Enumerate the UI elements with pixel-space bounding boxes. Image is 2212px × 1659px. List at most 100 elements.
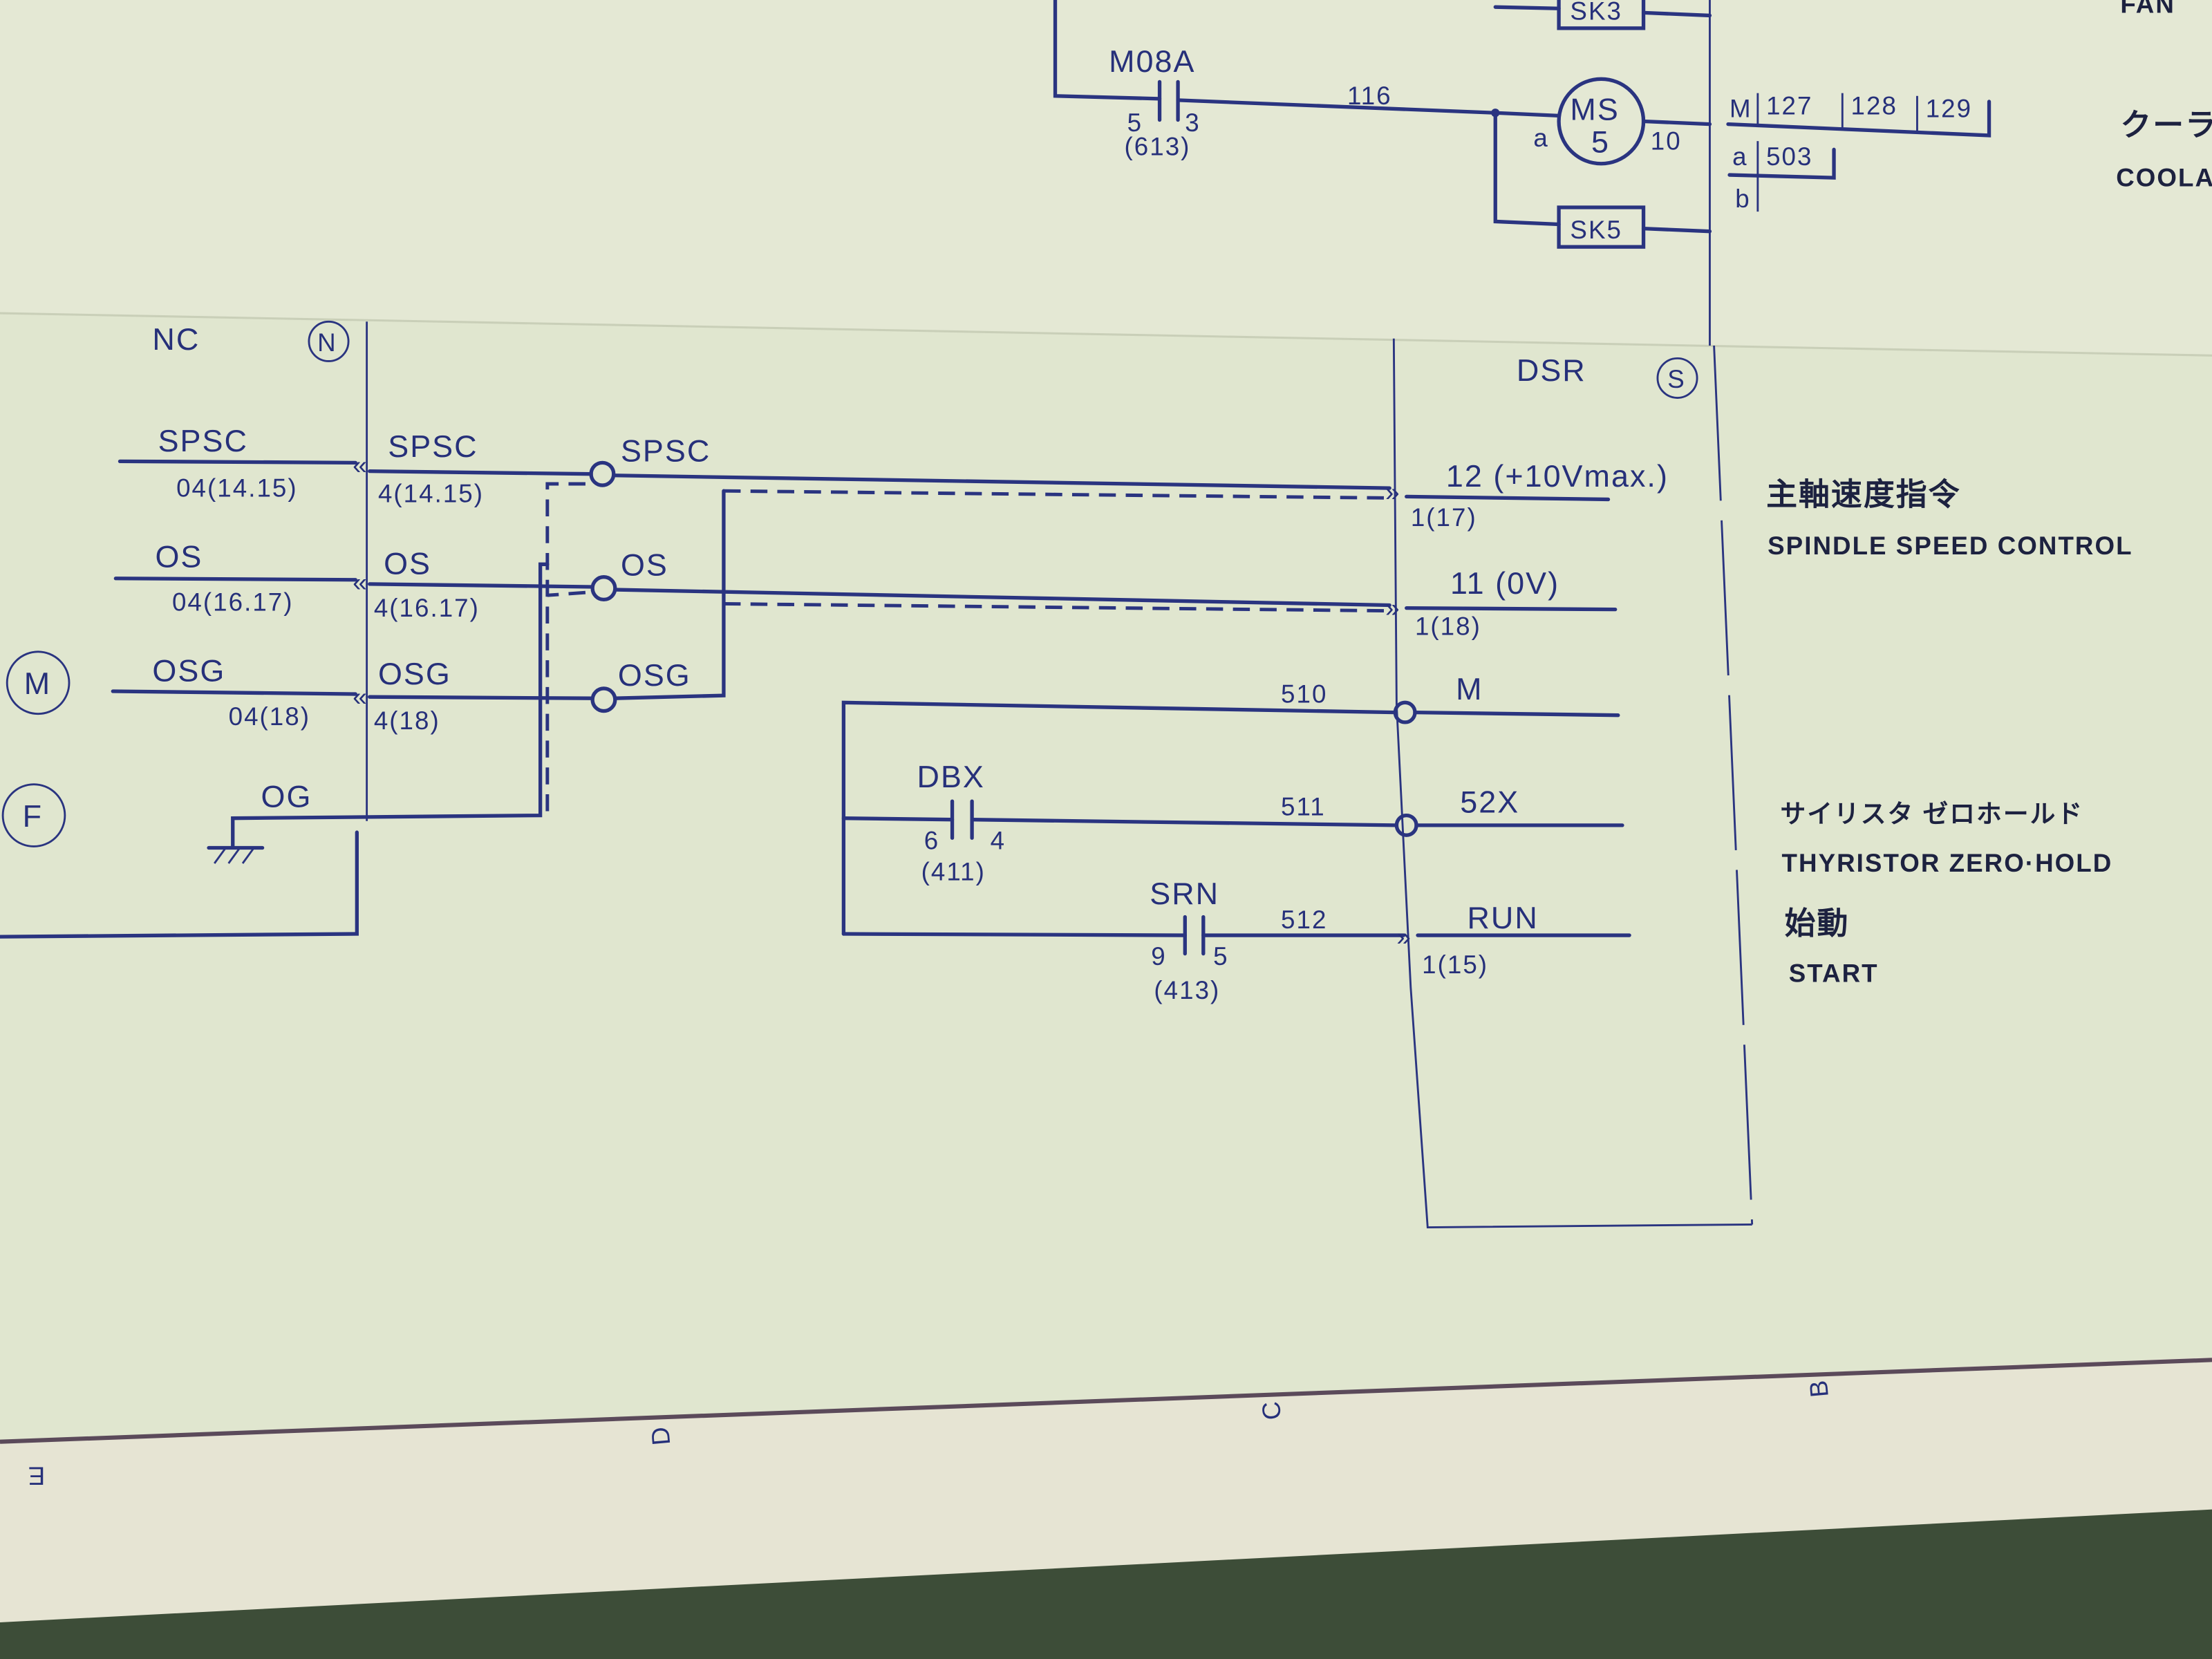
sk3-label: SK3 — [1570, 0, 1622, 26]
connector-arrow: « — [353, 451, 368, 480]
terminal-label: M — [1456, 671, 1483, 706]
ref-cell: 503 — [1766, 142, 1812, 171]
terminal-label: 12 (+10Vmax.) — [1446, 458, 1669, 494]
dsr-frame-right — [1713, 345, 1754, 1225]
descriptions: 主軸速度指令 SPINDLE SPEED CONTROL サイリスタ ゼロホール… — [1766, 477, 2133, 988]
ref-label: (413) — [1154, 976, 1220, 1004]
wire-116 — [1176, 98, 1497, 115]
ref-underline — [1727, 147, 1836, 180]
signal-label: SPSC — [388, 429, 478, 464]
badge-m — [6, 650, 71, 715]
pin-label: 4(18) — [374, 706, 440, 735]
contact-label: SRN — [1150, 876, 1219, 911]
top-circuit: M08A 5 3 (613) 116 MS 5 a 10 SK5 SK3 M 1… — [1053, 0, 2212, 346]
ref-label: (613) — [1125, 132, 1191, 160]
coolant-jp-label: クーラン — [2120, 107, 2212, 142]
dsr-title: DSR — [1517, 353, 1586, 388]
ref-cell: M — [1730, 94, 1752, 122]
connector-arrow: » — [1396, 922, 1412, 950]
connector-arrow: » — [1385, 594, 1400, 622]
border-line — [0, 1358, 2212, 1444]
pin-label: 04(18) — [229, 702, 310, 731]
wire-osg — [111, 689, 357, 696]
wire — [1405, 606, 1618, 612]
upper-sheet — [0, 0, 2212, 356]
connector-arrow: « — [353, 568, 368, 597]
wire-511 — [841, 816, 955, 822]
wire-osg — [368, 695, 594, 700]
border-letter: B — [1804, 1378, 1834, 1398]
wire-spsc — [368, 469, 593, 476]
start-jp-label: 始動 — [1785, 906, 1850, 941]
ref-cell: 127 — [1766, 91, 1812, 120]
wire — [1413, 710, 1620, 718]
motor-label: 5 — [1591, 124, 1610, 159]
connector-arrow: » — [1385, 478, 1400, 506]
nc-section: NC N M F SPSC 04(14.15) « SPSC 4(14.15) … — [0, 320, 1391, 939]
signal-label: OS — [155, 538, 203, 574]
wire-510 — [841, 700, 1398, 936]
wire-spsc — [612, 474, 1391, 490]
terminal-label: RUN — [1467, 900, 1538, 935]
wire — [1641, 226, 1712, 234]
pin-label: 9 — [1151, 942, 1166, 971]
shield-line — [547, 590, 586, 597]
border-letter: C — [1257, 1399, 1286, 1421]
badge-m-label: M — [24, 666, 51, 701]
wire — [1641, 10, 1712, 18]
connector-arrow: « — [353, 682, 368, 711]
pin-label: 5 — [1127, 109, 1143, 137]
wire — [1641, 119, 1712, 126]
dsr-section: DSR S » 12 (+10Vmax.) 1(17) » 11 (0V) 1(… — [841, 338, 1754, 1228]
pin-label: 3 — [1185, 109, 1200, 137]
badge-f-label: F — [23, 798, 43, 834]
ground-label: OG — [261, 778, 312, 814]
signal-label: OSG — [152, 653, 225, 688]
pin-label: 6 — [924, 827, 939, 855]
bottom-margin — [0, 1357, 2212, 1659]
spindle-jp-label: 主軸速度指令 — [1766, 477, 1961, 512]
terminal-label: 10 — [1651, 126, 1682, 155]
ref-cell: a — [1732, 142, 1747, 171]
contact-label: DBX — [917, 759, 985, 794]
thyristor-jp-label: サイリスタ ゼロホールド — [1781, 800, 2084, 828]
pin-label: 1(15) — [1422, 950, 1488, 979]
nc-title: NC — [152, 321, 200, 357]
pin-label: 4(16.17) — [374, 594, 480, 622]
nc-frame — [0, 830, 359, 939]
shield-dash — [723, 602, 1390, 613]
shield-wire — [613, 489, 726, 700]
spindle-en-label: SPINDLE SPEED CONTROL — [1768, 532, 2133, 560]
terminal-label: 11 (0V) — [1450, 565, 1559, 601]
pin-label: 4(14.15) — [378, 480, 484, 508]
badge-s — [1656, 357, 1698, 399]
start-en-label: START — [1789, 959, 1879, 987]
wire-number: 511 — [1281, 793, 1326, 821]
wire-number: 512 — [1281, 906, 1327, 934]
border-letter: E — [27, 1461, 46, 1490]
wire-number: 510 — [1281, 679, 1327, 708]
ref-cell: b — [1735, 185, 1750, 213]
signal-label: OSG — [378, 656, 451, 691]
ground-icon — [207, 845, 265, 864]
border-letters: E D C B — [27, 1378, 1834, 1490]
signal-label: OSG — [618, 657, 691, 693]
shield-line — [545, 482, 585, 816]
border-letter: D — [646, 1425, 675, 1447]
signal-label: OS — [621, 547, 668, 583]
motor-label: MS — [1570, 91, 1619, 126]
sk5-label: SK5 — [1570, 216, 1622, 244]
terminal-label: 52X — [1460, 785, 1519, 820]
wire-512 — [841, 932, 1187, 937]
wire — [1493, 5, 1561, 10]
wire — [1053, 0, 1162, 101]
pin-label: 1(17) — [1411, 503, 1477, 532]
dsr-frame — [1392, 338, 1752, 1228]
table-surface — [0, 1509, 2212, 1659]
wire-os — [613, 588, 1391, 608]
wire — [1493, 111, 1561, 118]
fan-label: FAN — [2120, 0, 2175, 18]
wire-spsc — [118, 459, 357, 465]
